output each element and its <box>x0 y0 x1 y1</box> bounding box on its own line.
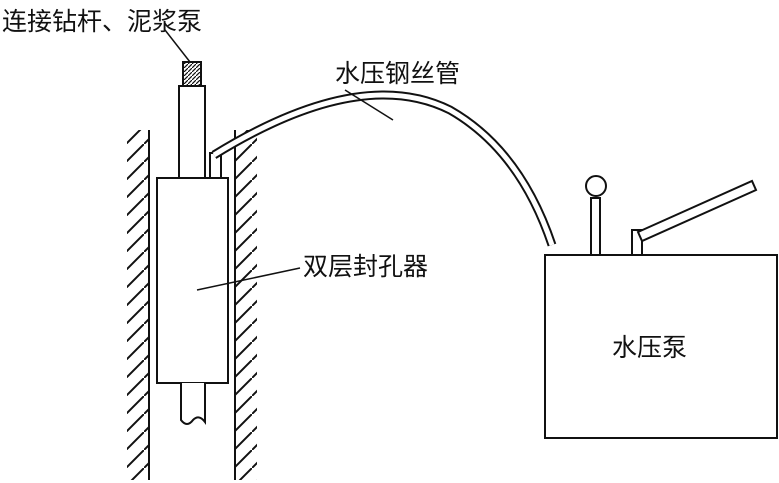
label-steel-hose: 水压钢丝管 <box>335 59 460 88</box>
pump-handle-post <box>631 229 643 256</box>
leader-steel-hose <box>344 89 394 121</box>
hydraulic-pump <box>544 254 778 439</box>
pump-gauge-stem <box>590 197 601 256</box>
rod-thread <box>182 61 202 87</box>
steel-wire-hose <box>211 90 557 247</box>
leader-packer <box>196 267 301 291</box>
drill-rod-lower <box>180 383 206 425</box>
pump-handle-lever <box>636 179 758 243</box>
borehole-right-wall <box>234 130 257 480</box>
label-drill-rod: 连接钻杆、泥浆泵 <box>2 7 202 36</box>
pump-gauge-knob <box>585 175 607 197</box>
double-layer-packer <box>156 177 229 384</box>
borehole-left-wall <box>127 130 150 480</box>
drill-rod-upper <box>178 85 206 179</box>
label-packer: 双层封孔器 <box>303 252 428 281</box>
leader-drill-rod <box>164 29 191 63</box>
label-pump: 水压泵 <box>612 333 687 362</box>
